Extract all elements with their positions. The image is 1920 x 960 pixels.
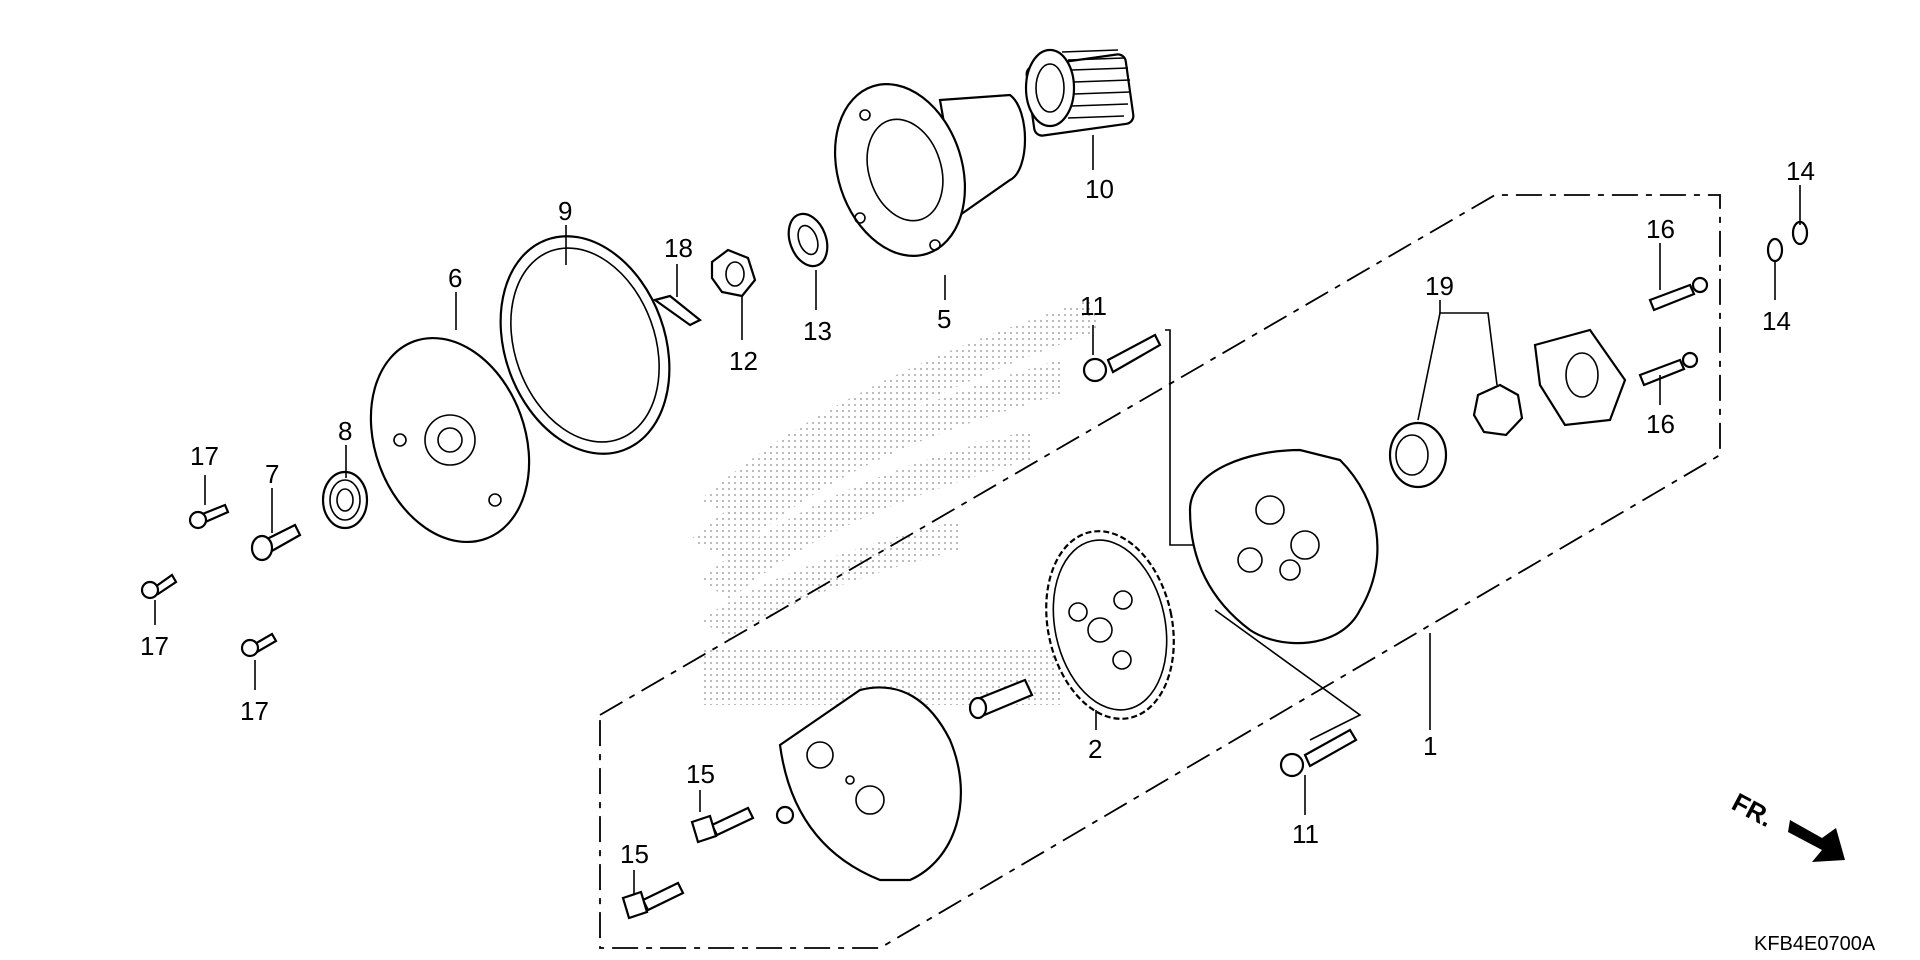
gear-10-icon <box>1024 48 1135 137</box>
callout-19: 19 <box>1425 271 1454 301</box>
callout-7: 7 <box>265 459 279 489</box>
callout-9: 9 <box>558 196 572 226</box>
bolt-15-icons <box>621 806 755 920</box>
sprocket-2-icon <box>1045 530 1175 720</box>
rotor-19-icons <box>1388 383 1524 489</box>
callout-6: 6 <box>448 263 462 293</box>
plate-6-icon <box>369 336 531 544</box>
watermark-logo <box>690 300 1100 705</box>
callout-17-left: 17 <box>140 631 169 661</box>
callout-13: 13 <box>803 316 832 346</box>
callout-16-bottom: 16 <box>1646 409 1675 439</box>
callout-15-bottom: 15 <box>620 839 649 869</box>
pump-cover-icon <box>775 686 962 882</box>
gasket-9-icon <box>499 235 671 455</box>
callout-16-top: 16 <box>1646 214 1675 244</box>
pump-body-icon <box>1188 448 1379 645</box>
washer-13-icon <box>787 212 829 268</box>
assembly-outline <box>599 194 1721 949</box>
shaft-icon <box>968 678 1034 720</box>
pin-7-icon <box>250 523 302 562</box>
callout-12: 12 <box>729 346 758 376</box>
screw-11-icons <box>1082 333 1358 778</box>
callout-17-bottom: 17 <box>240 696 269 726</box>
callout-11-top: 11 <box>1080 291 1107 321</box>
washer-14-icons <box>1766 220 1809 263</box>
alignment-lines <box>1165 329 1431 741</box>
leader-lines <box>154 135 1801 895</box>
diagram-code: KFB4E0700A <box>1754 933 1876 955</box>
bolt-16-icons <box>1638 276 1709 387</box>
screw-17-icons <box>140 503 278 658</box>
callout-5: 5 <box>937 304 951 334</box>
callout-15-top: 15 <box>686 759 715 789</box>
front-direction-arrow: FR. <box>1727 787 1845 862</box>
clip-18-icon <box>652 294 703 327</box>
callout-1: 1 <box>1423 731 1437 761</box>
cover-5-icon <box>833 83 1026 257</box>
callout-2: 2 <box>1088 734 1102 764</box>
callout-11-bottom: 11 <box>1292 819 1319 849</box>
callout-8: 8 <box>338 416 352 446</box>
callout-17-top: 17 <box>190 441 219 471</box>
front-direction-label: FR. <box>1727 787 1778 833</box>
nut-12-icon <box>710 248 757 298</box>
callout-18: 18 <box>664 233 693 263</box>
plate-16-icon <box>1533 328 1627 427</box>
callout-14-top: 14 <box>1786 156 1815 186</box>
callout-14-bottom: 14 <box>1762 306 1791 336</box>
callouts: 10 5 13 12 18 9 6 8 7 17 17 17 11 11 2 1… <box>140 156 1815 869</box>
callout-10: 10 <box>1085 174 1114 204</box>
spring-8-icon <box>321 470 369 530</box>
